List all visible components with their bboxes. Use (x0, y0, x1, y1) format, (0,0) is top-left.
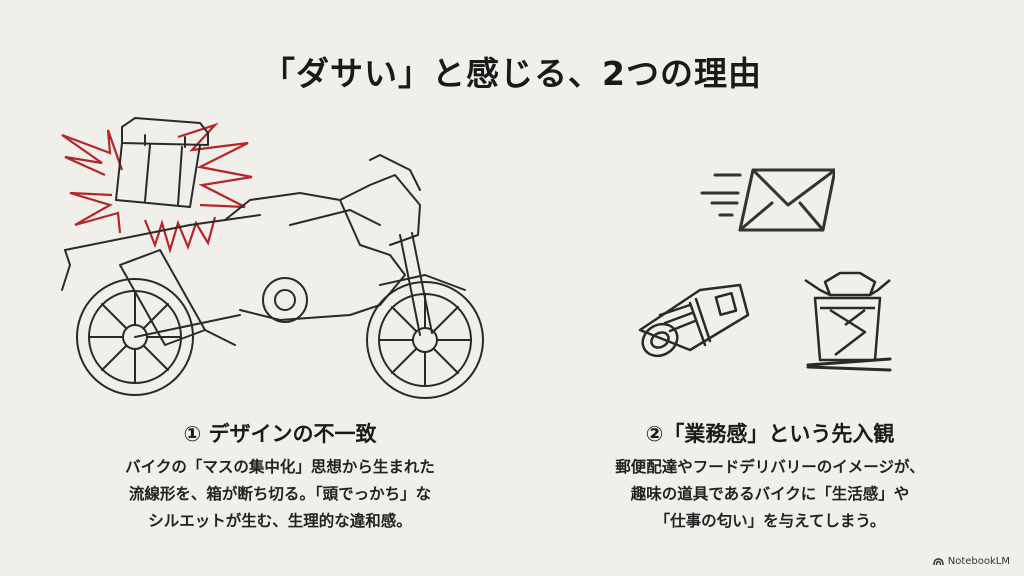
right-body-line: 趣味の道具であるバイクに「生活感」や (630, 485, 910, 503)
slide-title: 「ダサい」と感じる、2つの理由 (262, 54, 762, 93)
left-body-line: シルエットが生む、生理的な違和感。 (148, 512, 412, 530)
notebooklm-logo-icon (933, 558, 944, 566)
left-body-line: バイクの「マスの集中化」思想から生まれた (125, 458, 435, 476)
right-body: 郵便配達やフードデリバリーのイメージが、 趣味の道具であるバイクに「生活感」や … (570, 454, 970, 535)
chopsticks-icon (806, 357, 892, 372)
right-body-line: 郵便配達やフードデリバリーのイメージが、 (615, 458, 925, 476)
left-body: バイクの「マスの集中化」思想から生まれた 流線形を、箱が断ち切る。「頭でっかち」… (90, 454, 470, 535)
right-heading: ②「業務感」という先入観 (645, 422, 895, 446)
left-body-line: 流線形を、箱が断ち切る。「頭でっかち」な (128, 485, 432, 503)
notebooklm-brand: NotebookLM (933, 556, 1010, 567)
envelope-icon (700, 168, 835, 232)
brand-label: NotebookLM (947, 556, 1010, 567)
motorcycle-with-top-box-icon (61, 117, 484, 399)
right-body-line: 「仕事の匂い」を与えてしまう。 (654, 512, 886, 530)
left-heading: ① デザインの不一致 (183, 422, 377, 446)
rolled-newspaper-icon (638, 283, 750, 358)
